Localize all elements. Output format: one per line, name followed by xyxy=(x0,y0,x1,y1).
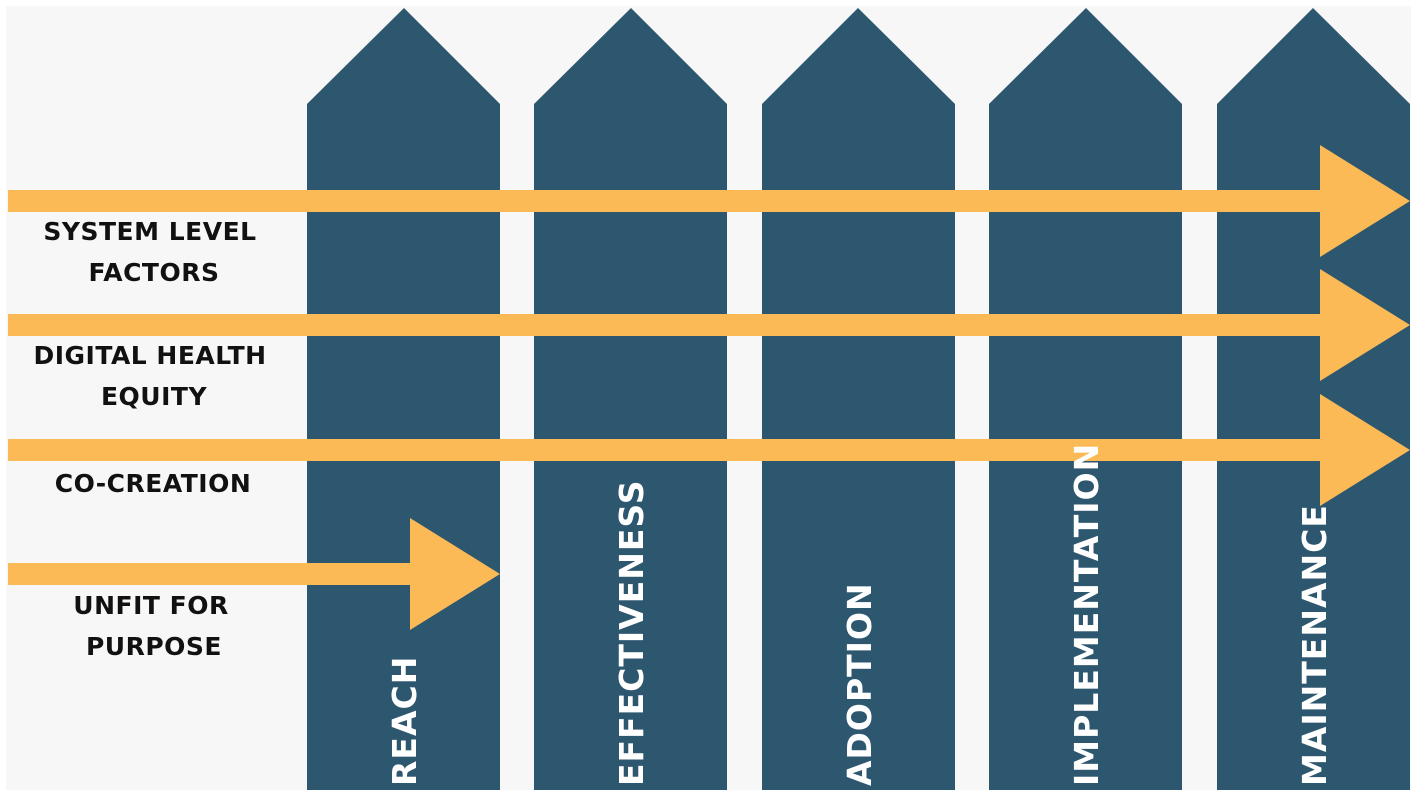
arrow-system-level-factors xyxy=(8,145,1410,257)
pillar-label-implementation: IMPLEMENTATION xyxy=(1067,443,1106,786)
pillar-label-maintenance: MAINTENANCE xyxy=(1295,504,1334,786)
factor-labels: SYSTEM LEVEL FACTORS DIGITAL HEALTH EQUI… xyxy=(33,217,266,661)
factor-label-digital-health-line1: DIGITAL HEALTH xyxy=(33,341,266,370)
factor-label-system-level-line2: FACTORS xyxy=(89,258,220,287)
factor-label-digital-health-line2: EQUITY xyxy=(101,382,207,411)
factor-label-system-level-line1: SYSTEM LEVEL xyxy=(43,217,256,246)
factor-label-unfit-line2: PURPOSE xyxy=(86,632,222,661)
arrow-unfit-for-purpose xyxy=(8,518,500,630)
arrow-digital-health-equity xyxy=(8,269,1410,381)
pillar-labels: REACH EFFECTIVENESS ADOPTION IMPLEMENTAT… xyxy=(385,443,1334,786)
pillar-label-adoption: ADOPTION xyxy=(840,582,879,786)
pillar-label-reach: REACH xyxy=(385,656,424,786)
arrow-co-creation xyxy=(8,394,1410,506)
factor-label-unfit-line1: UNFIT FOR xyxy=(73,591,228,620)
factor-label-co-creation: CO-CREATION xyxy=(55,469,252,498)
arrows xyxy=(8,145,1410,630)
pillar-label-effectiveness: EFFECTIVENESS xyxy=(612,480,651,786)
